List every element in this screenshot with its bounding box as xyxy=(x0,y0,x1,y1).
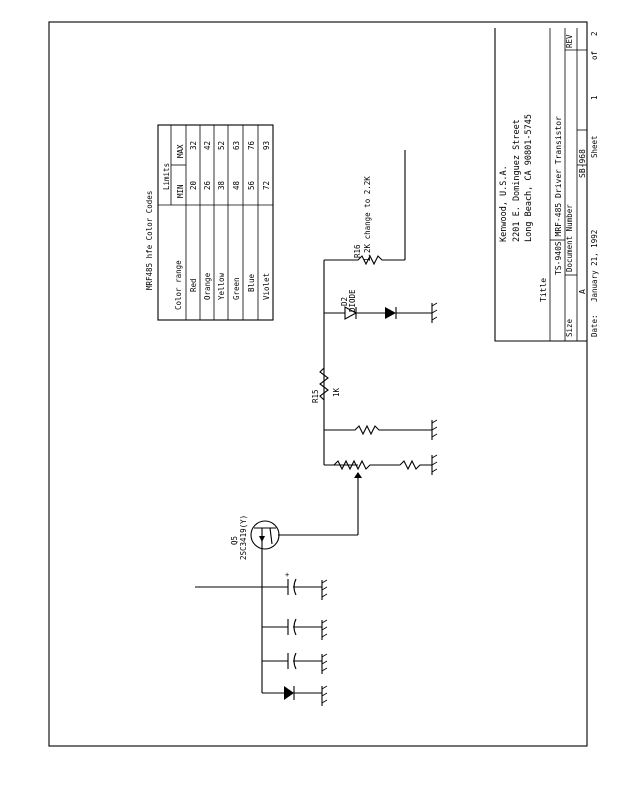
document-number-label: Document Number xyxy=(565,204,574,272)
r15-ref: R15 xyxy=(311,389,320,403)
company-name: Kenwood, U.S.A. xyxy=(499,165,509,242)
row-color: Blue xyxy=(247,273,256,292)
header-color-range: Color range xyxy=(174,260,183,310)
transistor-q5-symbol xyxy=(250,520,358,550)
header-max: MAX xyxy=(176,144,185,158)
row-max: 32 xyxy=(189,141,198,150)
row-max: 42 xyxy=(203,141,212,150)
ground-symbol xyxy=(321,653,328,674)
size-value: A xyxy=(578,289,587,294)
row-color: Yellow xyxy=(217,272,226,300)
row-color: Orange xyxy=(203,272,212,300)
diode-second-symbol xyxy=(385,307,397,319)
rev-label: REV xyxy=(565,34,574,48)
company-address-2: Long Beach, CA 90801-5745 xyxy=(524,114,534,242)
size-label: Size xyxy=(565,318,574,337)
zener-diode-symbol xyxy=(284,686,322,700)
transistor-ref: Q5 xyxy=(230,536,239,545)
diode-ref: D2 xyxy=(340,297,349,306)
svg-text:+: + xyxy=(285,571,289,579)
capacitor-c3-symbol xyxy=(287,652,322,670)
ground-symbol xyxy=(431,454,438,475)
ground-symbol xyxy=(321,685,328,706)
drawing-title: TS-940S MRF-485 Driver Transistor xyxy=(554,116,563,275)
row-color: Violet xyxy=(262,273,271,300)
row-max: 93 xyxy=(262,141,271,150)
r16-note: 1.2K change to 2.2K xyxy=(363,176,372,262)
row-min: 72 xyxy=(262,181,271,190)
date-label: Date: xyxy=(590,314,599,337)
header-limits: Limits xyxy=(162,163,171,190)
row-max: 52 xyxy=(217,141,226,150)
title-block: Kenwood, U.S.A. 2201 E. Dominguez Street… xyxy=(494,28,599,342)
sheet-total: 2 xyxy=(590,31,599,36)
document-number: SB-968 xyxy=(578,149,587,178)
row-min: 48 xyxy=(232,180,241,190)
sheet-label: Sheet xyxy=(590,135,599,158)
schematic-wiring: Q5 2SC3419(Y) R15 1K D2 DIODE xyxy=(195,150,438,706)
ground-symbol xyxy=(431,302,438,323)
ground-symbol xyxy=(431,419,438,440)
row-min: 26 xyxy=(203,180,212,190)
row-max: 63 xyxy=(232,141,241,150)
company-address-1: 2201 E. Dominguez Street xyxy=(512,119,522,242)
sheet-of-label: of xyxy=(590,51,599,60)
drawing-border xyxy=(48,21,588,747)
r16-ref: R16 xyxy=(353,244,362,258)
table-title: MRF485 hfe Color Codes xyxy=(145,191,154,290)
ground-symbol xyxy=(321,619,328,640)
capacitor-c1-symbol: + xyxy=(285,571,322,596)
header-min: MIN xyxy=(176,184,185,198)
row-min: 20 xyxy=(189,180,198,190)
sheet-number: 1 xyxy=(590,95,599,100)
row-color: Green xyxy=(232,277,241,300)
row-min: 56 xyxy=(247,180,256,190)
row-max: 76 xyxy=(247,140,256,150)
ground-symbol xyxy=(321,579,328,600)
transistor-part: 2SC3419(Y) xyxy=(239,515,248,560)
title-label: Title xyxy=(539,278,548,302)
row-color: Red xyxy=(189,278,198,292)
drawing-date: January 21, 1992 xyxy=(590,230,599,302)
r15-value: 1K xyxy=(332,387,341,397)
capacitor-c2-symbol xyxy=(287,618,322,636)
color-code-table: MRF485 hfe Color Codes Color range Limit… xyxy=(145,124,274,321)
row-min: 38 xyxy=(217,180,226,190)
diode-part: DIODE xyxy=(348,289,357,312)
